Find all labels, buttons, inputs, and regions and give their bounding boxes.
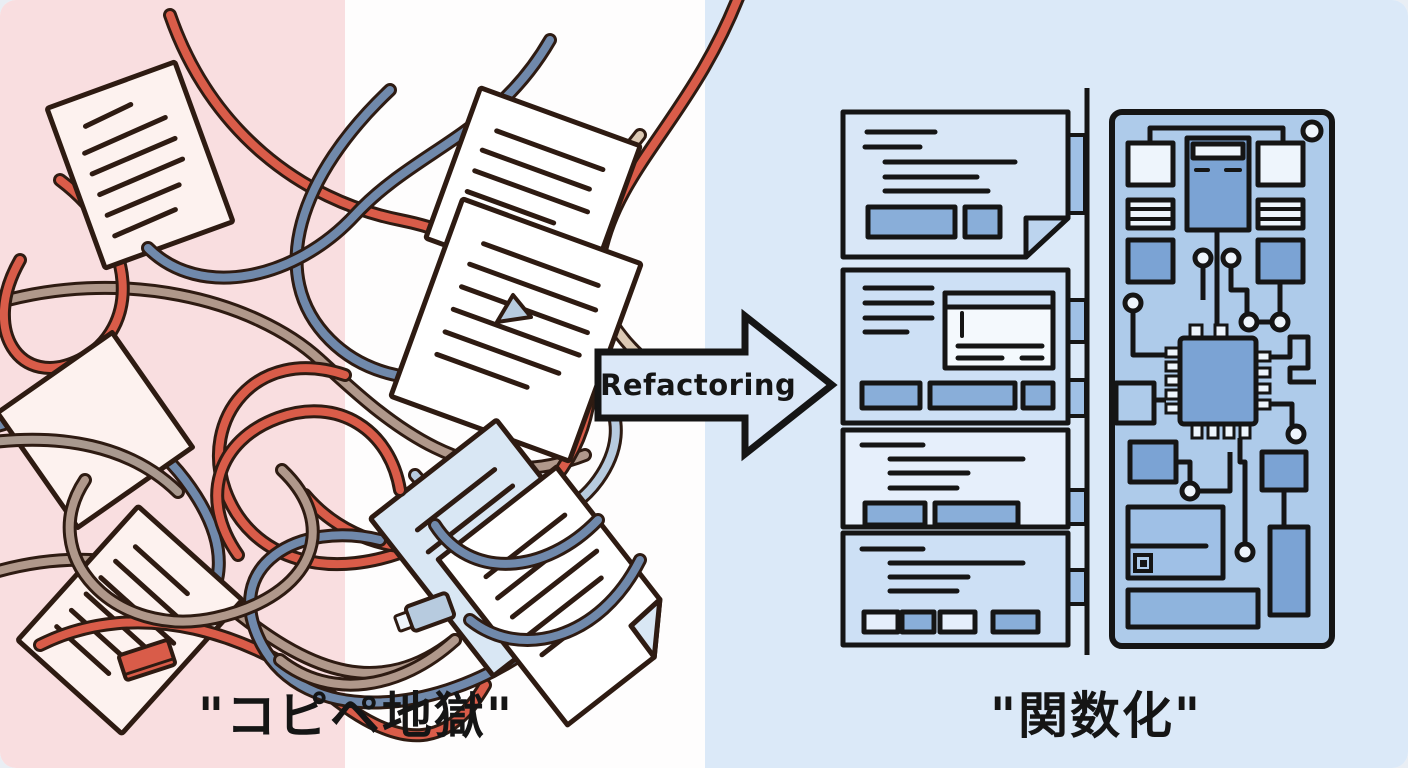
- component-square: [1125, 140, 1176, 188]
- dog-ear-fold: [628, 596, 663, 660]
- component-striped-left: [1125, 197, 1176, 231]
- cpu-chip: [1164, 323, 1272, 440]
- code-card-3: [840, 427, 1071, 530]
- code-block: [937, 609, 978, 635]
- component-square: [1255, 237, 1306, 285]
- paper-sheet-top-left: [45, 59, 235, 271]
- card-folded-corner: [1023, 215, 1071, 260]
- code-card-4: [840, 530, 1071, 648]
- via: [1192, 247, 1214, 269]
- component-square: [1125, 237, 1176, 285]
- component-square: [1113, 380, 1157, 426]
- right-caption: "関数化": [989, 687, 1203, 745]
- refactoring-arrow: [594, 308, 838, 462]
- component-wide: [1125, 587, 1261, 630]
- code-block: [1020, 380, 1056, 411]
- code-block: [865, 204, 958, 240]
- code-cards-column: [840, 109, 1088, 648]
- via: [1179, 480, 1201, 502]
- component-square: [1127, 439, 1179, 485]
- via: [1234, 541, 1256, 563]
- component-square: [1259, 449, 1309, 493]
- wires-front-layer: [210, 404, 647, 692]
- usb-connector: [393, 591, 456, 633]
- component-module: [1184, 135, 1252, 233]
- via: [1220, 247, 1242, 269]
- code-block: [862, 500, 928, 528]
- code-card-2: [840, 267, 1071, 426]
- via: [1238, 311, 1260, 333]
- code-block: [899, 609, 937, 635]
- paper-sheet-top-right-front: [388, 196, 644, 464]
- component-striped-right: [1255, 197, 1306, 231]
- code-block: [932, 500, 1021, 528]
- component-card-reader: [1125, 504, 1226, 581]
- paper-sheet-blank: [0, 330, 195, 530]
- folded-tab: [495, 293, 533, 324]
- circuit-board-illustration: [1109, 109, 1335, 649]
- via: [1122, 292, 1144, 314]
- component-square: [1255, 140, 1306, 188]
- code-block: [859, 380, 923, 411]
- refactoring-arrow-label: Refactoring: [600, 368, 797, 402]
- via: [1285, 423, 1307, 445]
- nested-editor-window: [942, 290, 1056, 371]
- left-caption: "コピペ地獄": [197, 687, 515, 745]
- code-block: [962, 204, 1003, 240]
- code-card-1: [840, 109, 1071, 260]
- code-block: [927, 380, 1018, 411]
- via: [1269, 311, 1291, 333]
- red-connector: [117, 638, 177, 682]
- tangled-wires-illustration: [0, 0, 745, 743]
- code-block: [990, 609, 1041, 635]
- code-block: [861, 609, 901, 635]
- mounting-hole: [1300, 119, 1324, 143]
- component-tall: [1267, 524, 1311, 618]
